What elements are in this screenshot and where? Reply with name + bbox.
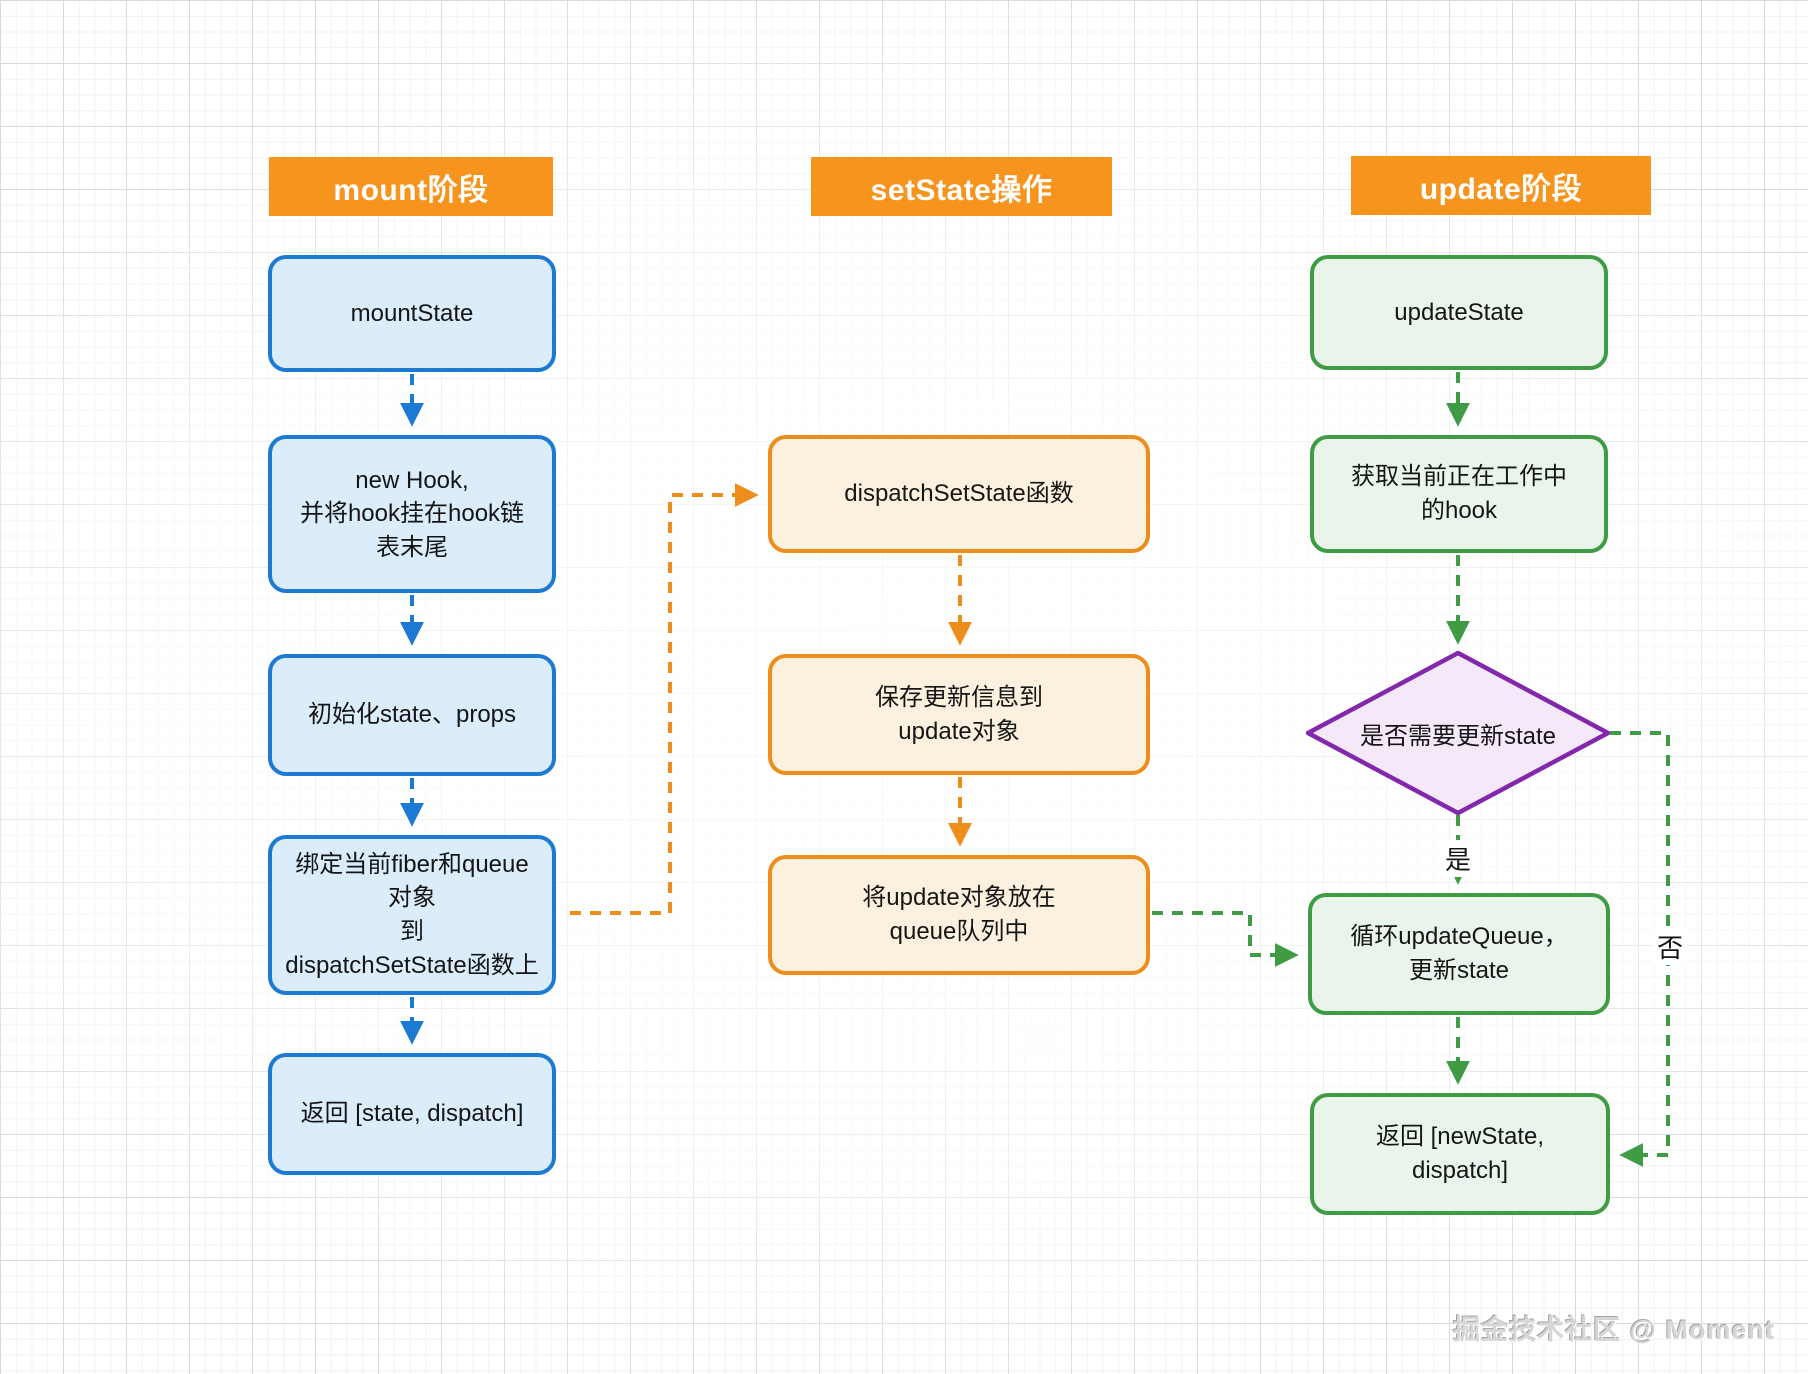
decision-diamond-label: 是否需要更新state [1359, 723, 1557, 750]
node-put-update-in-queue: 将update对象放在 queue队列中 [768, 855, 1150, 975]
header-setstate-operation: setState操作 [811, 157, 1112, 216]
decision-diamond [1305, 650, 1611, 816]
node-mountstate: mountState [268, 255, 556, 372]
node-get-current-hook: 获取当前正在工作中 的hook [1310, 435, 1608, 553]
header-update-stage: update阶段 [1351, 156, 1651, 215]
edge-label-no: 否 [1652, 928, 1688, 965]
node-init-state-props: 初始化state、props [268, 654, 556, 776]
node-updatestate: updateState [1310, 255, 1608, 370]
connector-bind-dispatchsetstate [570, 483, 759, 915]
node-bind-fiber-queue: 绑定当前fiber和queue对象 到 dispatchSetState函数上 [268, 835, 556, 995]
watermark: 掘金技术社区 @ Moment [1453, 1315, 1775, 1345]
node-return-newstate-dispatch: 返回 [newState, dispatch] [1310, 1093, 1610, 1215]
header-mount-stage: mount阶段 [269, 157, 553, 216]
node-save-update-info: 保存更新信息到 update对象 [768, 654, 1150, 775]
node-loop-updatequeue: 循环updateQueue， 更新state [1308, 893, 1610, 1015]
node-new-hook: new Hook, 并将hook挂在hook链 表末尾 [268, 435, 556, 593]
node-return-state-dispatch: 返回 [state, dispatch] [268, 1053, 556, 1175]
node-dispatchsetstate-fn: dispatchSetState函数 [768, 435, 1150, 553]
connector-queue-loop [1152, 911, 1299, 967]
edge-label-yes: 是 [1440, 840, 1476, 877]
